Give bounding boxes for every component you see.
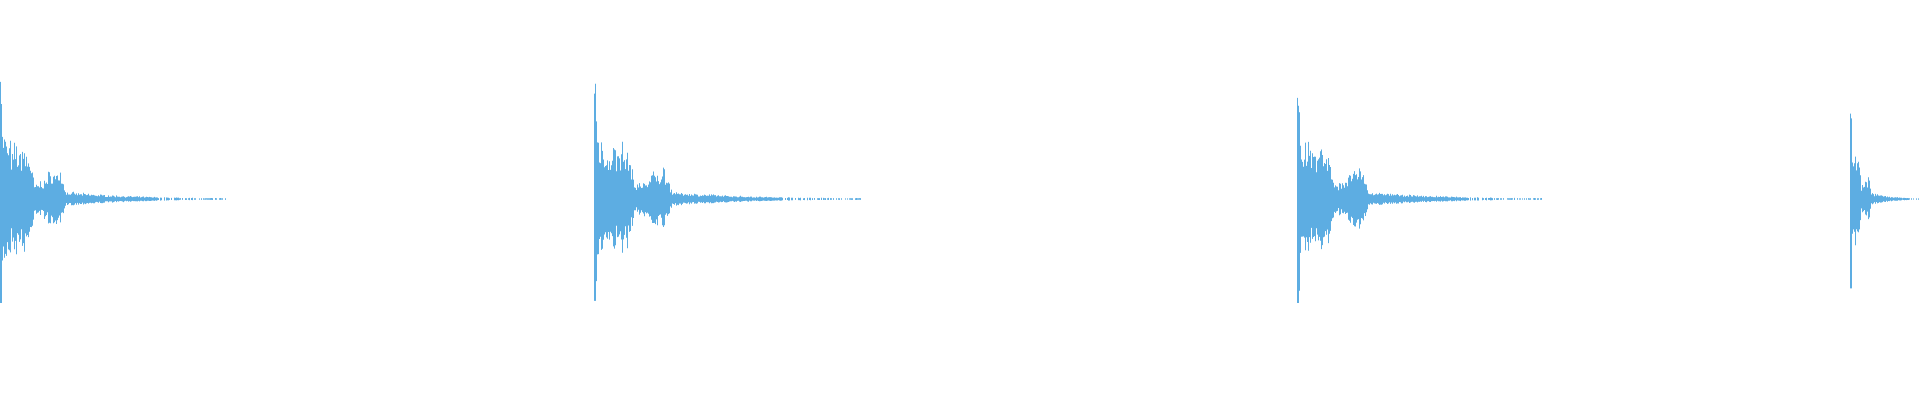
waveform-burst-4 [1850,113,1919,289]
waveform-burst-2 [594,83,861,301]
waveform-burst-3 [1297,97,1542,303]
waveform-burst-1 [0,81,226,303]
